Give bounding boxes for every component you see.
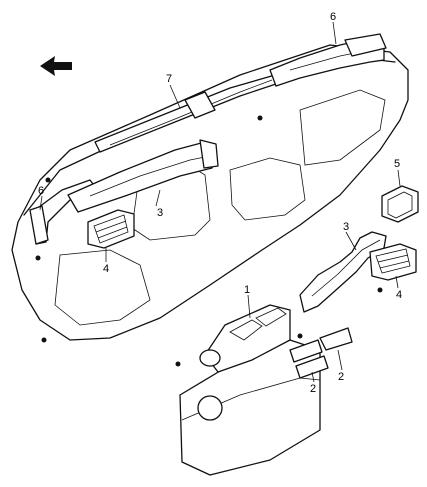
small-ducts (289, 327, 353, 379)
callout-5: 5 (394, 158, 400, 170)
center-duct-left (67, 139, 219, 213)
callout-6-top: 6 (330, 11, 336, 23)
callout-6-left: 6 (38, 185, 44, 197)
side-vent (381, 185, 419, 223)
screw-icon (35, 115, 383, 367)
side-duct-right (269, 33, 387, 87)
callout-labels: 6 7 5 6 3 4 3 4 1 2 2 (38, 11, 402, 395)
callout-3-right: 3 (343, 221, 349, 233)
vent-right (369, 243, 417, 281)
callout-3-left: 3 (157, 207, 163, 219)
callout-2-left: 2 (310, 383, 316, 395)
duct-right (299, 231, 387, 313)
vent-left (87, 209, 135, 249)
arrow-front-icon (40, 56, 72, 76)
callout-4-left: 4 (103, 263, 109, 275)
defroster-duct (94, 74, 283, 153)
callout-4-right: 4 (396, 289, 402, 301)
leader-lines (39, 21, 401, 383)
heater-unit (179, 304, 321, 476)
callout-2-right: 2 (338, 371, 344, 383)
callout-1: 1 (244, 284, 250, 296)
callout-7: 7 (166, 73, 172, 85)
